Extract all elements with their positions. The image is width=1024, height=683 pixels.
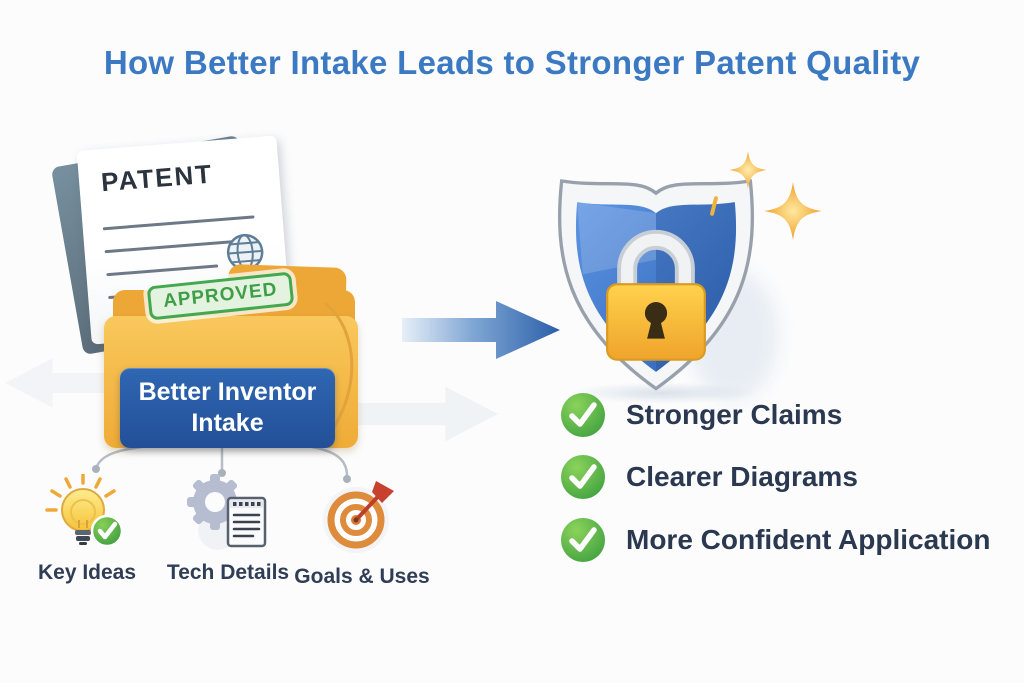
lightbulb-check-icon xyxy=(45,473,124,548)
document-line xyxy=(106,264,219,277)
outcome-label: Stronger Claims xyxy=(626,399,843,430)
outcome-row: Clearer Diagrams xyxy=(560,454,858,500)
folder-paper-curl xyxy=(324,302,354,438)
check-circle-icon xyxy=(561,455,605,499)
faint-right-arrow xyxy=(348,386,498,442)
gear-notepad-icon xyxy=(187,474,267,550)
input-item-tech-details: Tech Details xyxy=(158,472,298,585)
input-label: Tech Details xyxy=(166,561,290,584)
outcome-label: More Confident Application xyxy=(626,524,991,555)
target-arrow-icon xyxy=(323,481,394,553)
sparkle-icon xyxy=(764,182,822,240)
flow-arrow xyxy=(402,301,560,359)
input-item-goals-uses: Goals & Uses xyxy=(292,476,432,589)
check-circle-icon xyxy=(561,518,605,562)
shield-lock-icon xyxy=(558,179,754,391)
input-label: Goals & Uses xyxy=(294,565,430,588)
input-label: Key Ideas xyxy=(37,561,137,584)
input-item-key-ideas: Key Ideas xyxy=(22,473,152,585)
faint-left-arrow xyxy=(5,358,140,408)
intake-box: Better Inventor Intake xyxy=(120,368,335,448)
outcome-row: Stronger Claims xyxy=(560,392,842,438)
intake-box-label: Better Inventor Intake xyxy=(138,377,317,437)
patent-heading: PATENT xyxy=(100,158,215,198)
check-circle-icon xyxy=(561,393,605,437)
shield-ground-shadow xyxy=(568,382,758,404)
outcome-label: Clearer Diagrams xyxy=(626,461,858,492)
outcome-row: More Confident Application xyxy=(560,517,991,563)
page-title: How Better Intake Leads to Stronger Pate… xyxy=(103,44,921,81)
sparkle-icon xyxy=(729,151,767,189)
